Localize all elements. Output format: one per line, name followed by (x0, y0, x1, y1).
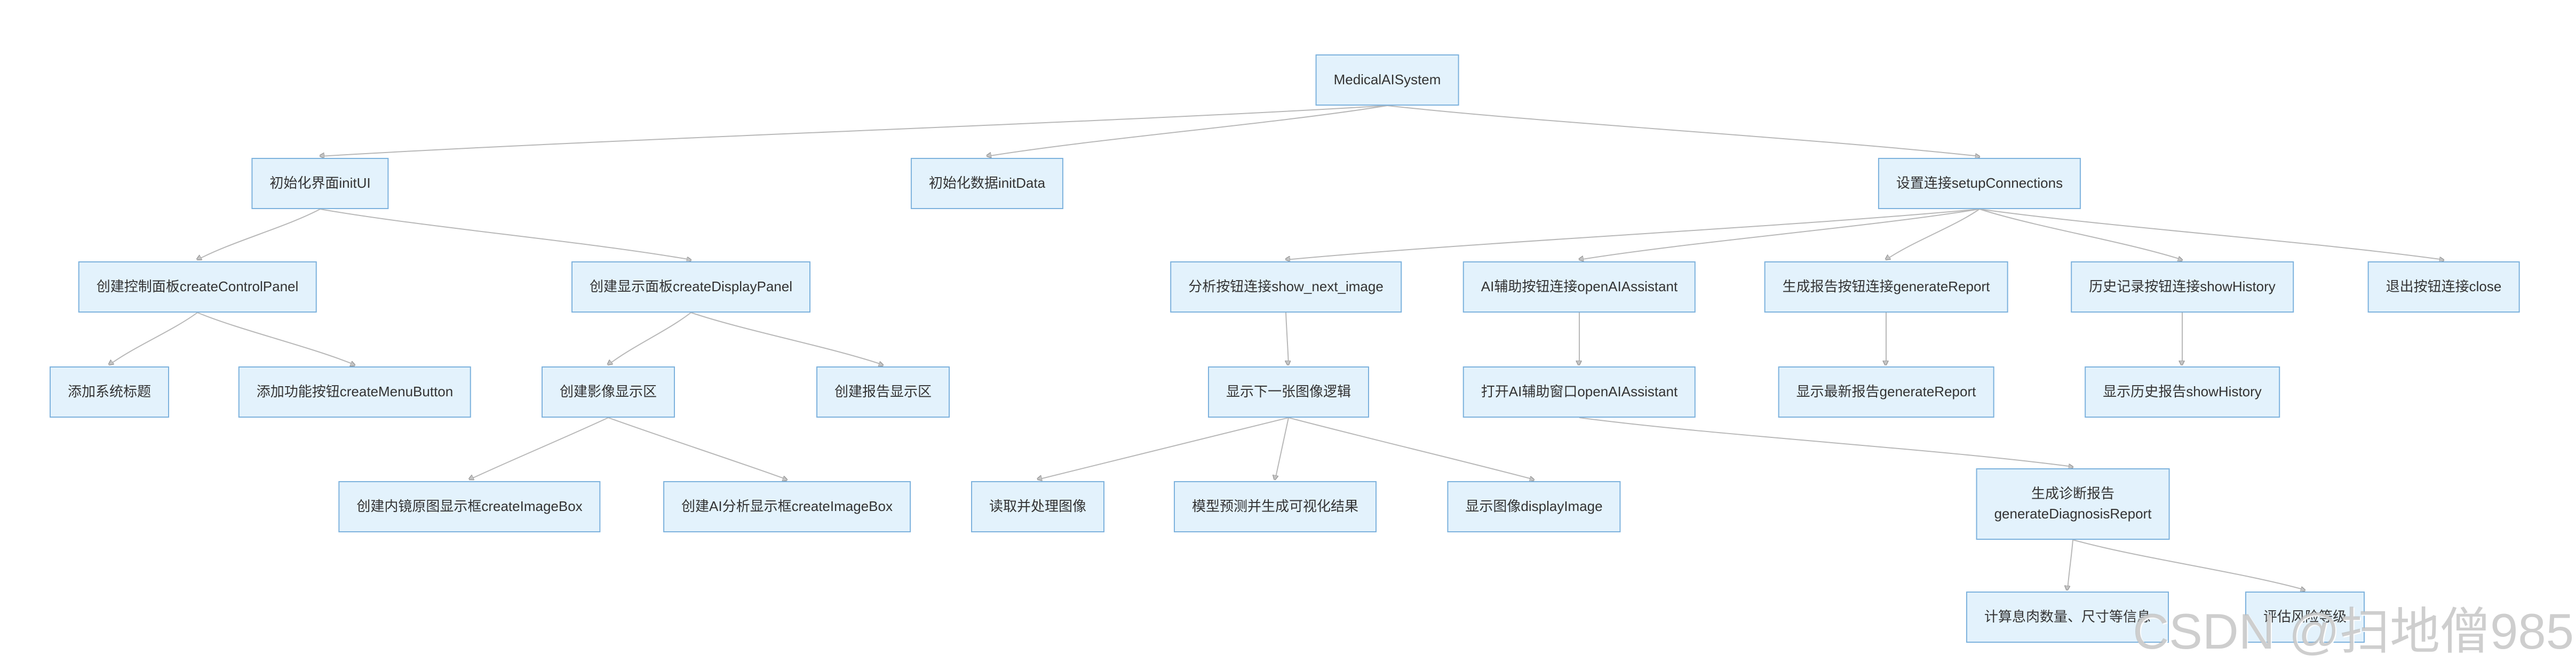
flow-node-label: 初始化界面initUI (269, 175, 371, 191)
flow-node-btn_history: 历史记录按钮连接showHistory (2071, 261, 2294, 313)
flow-edge-setup_conn-btn_ai (1579, 209, 1980, 260)
flow-node-calc_polyp: 计算息肉数量、尺寸等信息 (1966, 592, 2169, 643)
flow-edge-init_ui-create_control_panel (197, 209, 321, 260)
flow-edge-root-init_data (987, 105, 1388, 156)
flow-node-label: 生成诊断报告 (2031, 485, 2115, 502)
flow-node-ai_window: 打开AI辅助窗口openAIAssistant (1462, 366, 1696, 418)
flow-edge-setup_conn-btn_analyze (1286, 209, 1980, 260)
flow-node-label: 模型预测并生成可视化结果 (1191, 498, 1359, 515)
flow-node-init_ui: 初始化界面initUI (251, 158, 389, 209)
flow-node-label: 显示历史报告showHistory (2103, 384, 2262, 400)
flow-node-label: 计算息肉数量、尺寸等信息 (1984, 609, 2151, 625)
flow-edge-gen_diag_report-risk_level (2072, 539, 2305, 590)
flow-node-label: 创建AI分析显示框createImageBox (681, 498, 893, 515)
flow-node-image_box_ai: 创建AI分析显示框createImageBox (663, 481, 911, 532)
flow-node-root: MedicalAISystem (1315, 54, 1459, 106)
flow-edge-create_image_area-image_box_orig (470, 417, 609, 480)
flow-edge-ai_window-gen_diag_report (1579, 417, 2073, 467)
flow-node-btn_report: 生成报告按钮连接generateReport (1764, 261, 2008, 313)
flow-node-label: 创建显示面板createDisplayPanel (589, 278, 793, 295)
flow-node-label: generateDiagnosisReport (1994, 506, 2152, 522)
flow-node-label: MedicalAISystem (1333, 71, 1441, 88)
flow-edge-create_image_area-image_box_ai (608, 417, 787, 480)
flow-node-risk_level: 评估风险等级 (2245, 592, 2365, 643)
flow-node-label: 历史记录按钮连接showHistory (2089, 278, 2276, 295)
flow-edge-init_ui-create_display_panel (320, 209, 691, 260)
flow-node-create_image_area: 创建影像显示区 (541, 366, 675, 418)
flow-node-init_data: 初始化数据initData (910, 158, 1064, 209)
flow-node-create_display_panel: 创建显示面板createDisplayPanel (571, 261, 811, 313)
flow-node-label: 创建内镜原图显示框createImageBox (356, 498, 583, 515)
flow-node-setup_conn: 设置连接setupConnections (1878, 158, 2081, 209)
flow-node-create_control_panel: 创建控制面板createControlPanel (78, 261, 317, 313)
flow-node-label: 添加系统标题 (67, 384, 152, 400)
flow-edge-gen_diag_report-calc_polyp (2068, 539, 2073, 590)
flow-edge-show_next_logic-read_process (1038, 417, 1289, 480)
flow-node-label: AI辅助按钮连接openAIAssistant (1481, 278, 1678, 295)
flow-node-show_history_report: 显示历史报告showHistory (2085, 366, 2280, 418)
flow-node-label: 显示下一张图像逻辑 (1226, 384, 1351, 400)
flow-node-label: 退出按钮连接close (2386, 278, 2502, 295)
flow-edge-show_next_logic-display_image (1288, 417, 1534, 480)
flow-node-btn_close: 退出按钮连接close (2367, 261, 2520, 313)
flow-node-label: 生成报告按钮连接generateReport (1782, 278, 1990, 295)
flow-node-label: 打开AI辅助窗口openAIAssistant (1481, 384, 1678, 400)
flow-edge-create_display_panel-create_image_area (608, 312, 691, 365)
flow-node-gen_diag_report: 生成诊断报告 generateDiagnosisReport (1976, 468, 2170, 540)
flow-node-display_image: 显示图像displayImage (1447, 481, 1621, 532)
flow-edge-setup_conn-btn_history (1979, 209, 2182, 260)
flow-node-btn_analyze: 分析按钮连接show_next_image (1170, 261, 1402, 313)
flow-edge-create_control_panel-add_title (109, 312, 198, 365)
flow-node-label: 读取并处理图像 (989, 498, 1087, 515)
flow-node-add_menu_btn: 添加功能按钮createMenuButton (238, 366, 472, 418)
flow-node-label: 显示图像displayImage (1465, 498, 1603, 515)
flow-edge-root-setup_conn (1387, 105, 1979, 156)
flow-node-label: 设置连接setupConnections (1896, 175, 2063, 191)
flow-node-btn_ai: AI辅助按钮连接openAIAssistant (1462, 261, 1696, 313)
flow-node-label: 创建影像显示区 (559, 384, 657, 400)
flow-node-label: 创建控制面板createControlPanel (96, 278, 299, 295)
flow-node-show_next_logic: 显示下一张图像逻辑 (1207, 366, 1370, 418)
flow-node-label: 评估风险等级 (2263, 609, 2347, 625)
flow-node-label: 创建报告显示区 (834, 384, 932, 400)
flow-edge-show_next_logic-model_predict (1275, 417, 1289, 480)
flow-node-add_title: 添加系统标题 (49, 366, 170, 418)
flow-node-label: 初始化数据initData (928, 175, 1046, 191)
flow-edge-root-init_ui (320, 105, 1388, 156)
flow-edge-btn_analyze-show_next_logic (1286, 312, 1289, 365)
flow-edge-setup_conn-btn_report (1886, 209, 1980, 260)
flow-node-model_predict: 模型预测并生成可视化结果 (1173, 481, 1377, 532)
flow-edge-setup_conn-btn_close (1979, 209, 2444, 260)
flow-node-label: 显示最新报告generateReport (1796, 384, 1976, 400)
flow-node-create_report_area: 创建报告显示区 (816, 366, 950, 418)
flow-node-label: 添加功能按钮createMenuButton (256, 384, 454, 400)
flow-edge-create_display_panel-create_report_area (690, 312, 883, 365)
flow-node-image_box_orig: 创建内镜原图显示框createImageBox (338, 481, 601, 532)
flow-edge-create_control_panel-add_menu_btn (197, 312, 355, 365)
flow-node-label: 分析按钮连接show_next_image (1188, 278, 1384, 295)
flow-node-show_latest_report: 显示最新报告generateReport (1778, 366, 1994, 418)
flow-node-read_process: 读取并处理图像 (971, 481, 1105, 532)
